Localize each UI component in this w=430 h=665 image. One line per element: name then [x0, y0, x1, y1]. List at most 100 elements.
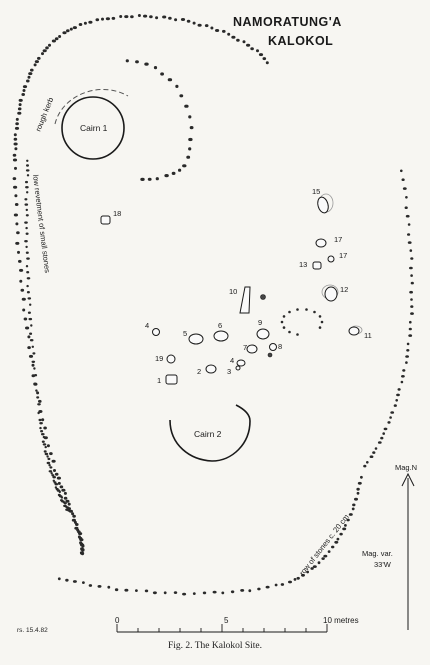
- boundary-stone-dot: [18, 98, 23, 102]
- boundary-stone-dot: [14, 126, 20, 130]
- bottom-row-stone-dot: [342, 527, 347, 531]
- boundary-stone-dot: [25, 326, 30, 330]
- circle-stone-dot: [282, 326, 286, 329]
- boundary-stone-dot: [34, 60, 40, 64]
- right-row-stone-dot: [407, 233, 411, 236]
- right-row-stone-dot: [382, 432, 386, 435]
- circle-stone-dot: [296, 308, 299, 311]
- boundary-stone-dot: [83, 21, 87, 25]
- right-row-stone-dot: [405, 196, 408, 199]
- small-stone-circle: [280, 308, 324, 336]
- right-row-stone-dot: [400, 169, 403, 173]
- revetment-stone-dot: [24, 203, 29, 206]
- boundary-stone-dot: [58, 35, 62, 38]
- revetment-stone-dot: [33, 367, 36, 370]
- boundary-stone-dot: [19, 268, 24, 272]
- bottom-row-stone-dot: [248, 589, 252, 593]
- arc-stone-dot: [164, 174, 169, 178]
- drawing-date: rs. 15.4.82: [17, 627, 48, 634]
- bottom-row-stone-dot: [182, 592, 187, 596]
- stone-16-b: [327, 255, 335, 263]
- boundary-stone-dot: [54, 472, 59, 476]
- right-row-stone-dot: [410, 281, 414, 285]
- right-row-stone-dot: [369, 455, 374, 459]
- boundary-stone-dot: [13, 213, 18, 217]
- north-arrow-label: Mag.N: [395, 463, 417, 472]
- stone-10: [256, 328, 270, 340]
- revetment-stone-dot: [52, 479, 55, 482]
- bottom-row-stone-dot: [310, 567, 314, 570]
- right-row-stone-dot: [405, 361, 408, 364]
- stone-1: [165, 374, 178, 385]
- revetment-stone-dot: [25, 180, 28, 184]
- boundary-stone-dot: [186, 19, 191, 23]
- boundary-stone-dot: [12, 158, 18, 162]
- rough-kerb-label: rough kerb: [34, 96, 56, 133]
- revetment-stone-dot: [25, 214, 29, 217]
- bottom-row-stone-dot: [288, 580, 292, 584]
- boundary-stone-dot: [65, 499, 70, 503]
- arc-stone-dot: [140, 177, 145, 181]
- bottom-row-stone-dot: [352, 503, 356, 507]
- stone-3: [235, 365, 241, 371]
- revetment-stone-dot: [44, 452, 49, 456]
- right-row-stone-dot: [366, 461, 369, 464]
- boundary-stone-dot: [236, 38, 240, 42]
- boundary-stone-dot: [231, 35, 236, 39]
- boundary-stone-dot: [72, 514, 76, 518]
- boundary-stone-dot: [15, 122, 19, 126]
- boundary-stone-dot: [101, 17, 104, 21]
- boundary-stone-dot: [56, 476, 62, 480]
- boundary-stone-dot: [41, 52, 44, 56]
- revetment-stone-dot: [41, 433, 45, 436]
- bottom-row-stone-dot: [240, 589, 245, 592]
- bottom-row-stone-dot: [144, 589, 149, 593]
- stone-label-8: 7: [243, 343, 247, 352]
- right-row-stone-dot: [390, 411, 395, 414]
- boundary-stone-dot: [67, 502, 71, 506]
- boundary-stone-dot: [174, 18, 178, 22]
- boundary-stone-dot: [81, 552, 84, 556]
- numbered-stones: 18 15 17 17 13 12 11 10 9 8 7: [100, 187, 372, 385]
- boundary-stone-dot: [78, 23, 83, 26]
- revetment-stone-dot: [39, 426, 42, 430]
- right-row-stone-dot: [407, 223, 411, 226]
- right-row-stone-dot: [389, 416, 392, 419]
- boundary-stone-dot: [242, 40, 246, 44]
- bottom-row-stone-dot: [230, 590, 235, 594]
- arc-stone-dot: [184, 104, 189, 108]
- right-row-stone-dot: [405, 355, 409, 358]
- stone-label-6: 5: [183, 329, 187, 338]
- bottom-row-stone-dot: [306, 570, 309, 574]
- right-row-stone-dot: [410, 274, 413, 277]
- boundary-stone-dot: [26, 79, 30, 83]
- stone-label-13: 12: [340, 285, 348, 294]
- stone-label-4: 4: [230, 356, 234, 365]
- bottom-row-stone-dot: [135, 589, 138, 592]
- boundary-stone-dot: [204, 24, 209, 28]
- bottom-row-stone-dot: [152, 591, 157, 595]
- stone-label-2: 2: [197, 367, 201, 376]
- boundary-stone-dot: [13, 133, 17, 137]
- revetment-stone-dot: [68, 509, 71, 512]
- revetment-stone-dot: [43, 450, 47, 453]
- right-row-stone-dot: [401, 375, 405, 378]
- revetment-stone-dot: [31, 345, 34, 348]
- boundary-stone-dot: [81, 544, 85, 548]
- revetment-stone-dot: [31, 360, 36, 363]
- revetment-stone-dot: [50, 472, 53, 475]
- revetment-stone-dot: [58, 490, 61, 494]
- scale-bar: 0 5 10 metres: [115, 616, 359, 633]
- scale-label-0: 0: [115, 616, 120, 625]
- revetment-stone-dot: [48, 470, 53, 473]
- arc-stone-dot: [182, 164, 187, 168]
- revetment-stone-dot: [27, 297, 32, 300]
- stone-label-9: 8: [278, 342, 282, 351]
- revetment-stone-dot: [30, 324, 33, 327]
- scale-label-5: 5: [224, 616, 229, 625]
- revetment-stone-dot: [29, 332, 33, 335]
- boundary-stone-dot: [15, 117, 19, 121]
- arc-stone-dot: [147, 177, 152, 181]
- boundary-stone-dot: [57, 481, 61, 485]
